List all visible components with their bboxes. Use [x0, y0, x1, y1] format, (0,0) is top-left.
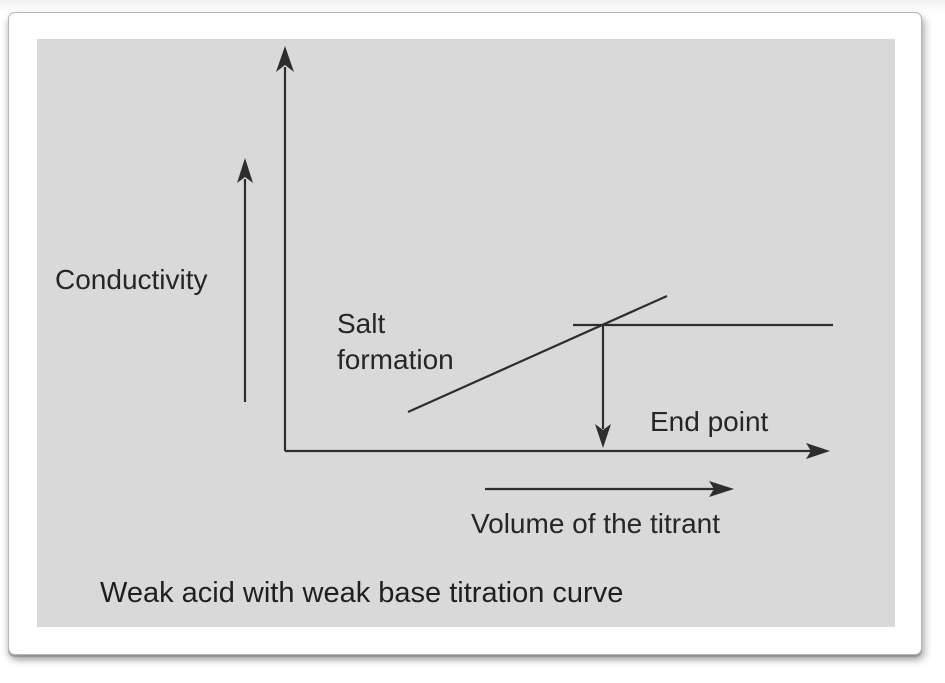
conductivity-arrowhead-icon [237, 158, 253, 183]
end-point-drop-arrowhead-icon [595, 424, 611, 448]
salt-formation-label: Salt formation [337, 308, 454, 375]
y-axis-arrowhead-icon [276, 46, 294, 72]
figure-frame: Conductivity Salt formation End point Vo… [8, 12, 922, 655]
volume-arrowhead-icon [709, 481, 734, 497]
end-point-label: End point [650, 406, 769, 437]
x-axis-arrowhead-icon [806, 443, 830, 459]
y-axis-label: Conductivity [55, 264, 208, 295]
salt-formation-line [407, 294, 668, 414]
figure-panel: Conductivity Salt formation End point Vo… [37, 39, 895, 627]
x-axis-label: Volume of the titrant [471, 508, 721, 539]
figure-caption: Weak acid with weak base titration curve [100, 577, 624, 609]
diagram-canvas [237, 46, 833, 497]
